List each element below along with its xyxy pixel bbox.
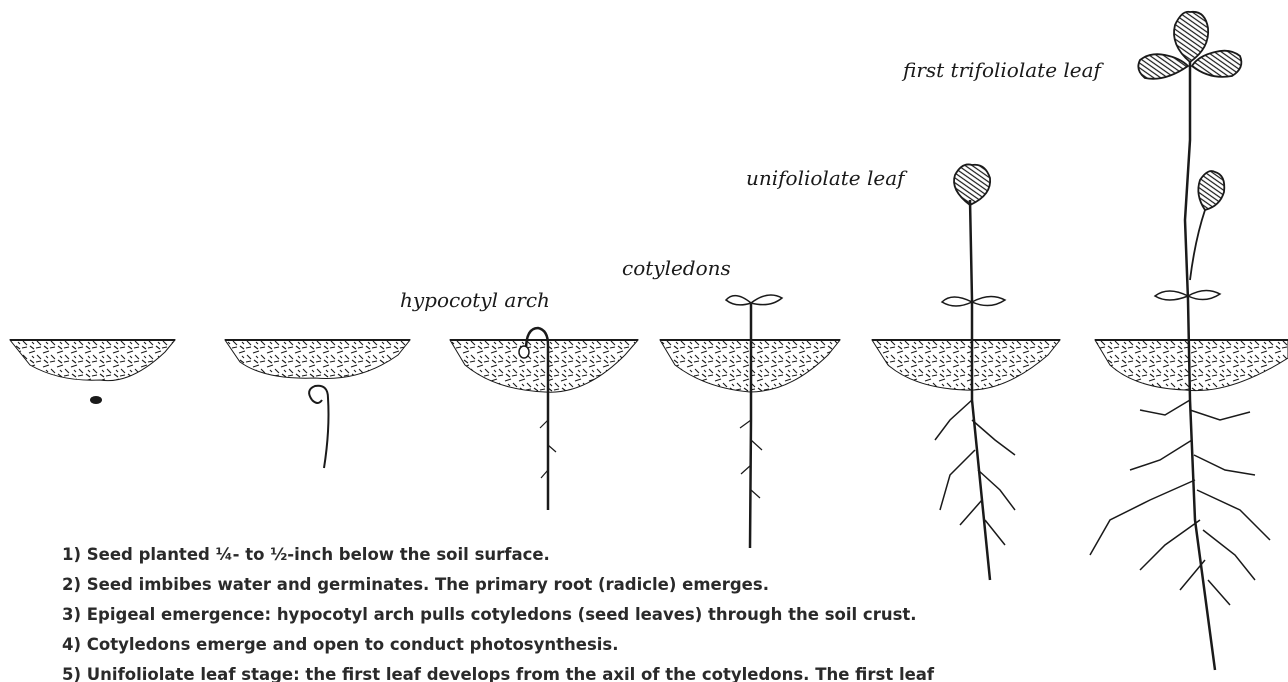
stage-4-cotyledons (660, 295, 840, 548)
step-5: 5) Unifoliolate leaf stage: the first le… (62, 660, 1062, 682)
cotyledon-right (751, 295, 782, 305)
unifoliolate-leaf (954, 164, 990, 205)
label-first-trifoliolate-leaf: first trifoliolate leaf (903, 58, 1101, 82)
soil-mound-6 (1095, 340, 1288, 391)
label-unifoliolate-leaf: unifoliolate leaf (746, 166, 905, 190)
step-1: 1) Seed planted ¼- to ½-inch below the s… (62, 540, 1062, 570)
growth-steps-list: 1) Seed planted ¼- to ½-inch below the s… (62, 540, 1062, 682)
label-cotyledons: cotyledons (622, 256, 731, 280)
cotyledon-pair-5 (942, 296, 1005, 306)
stage-3-hypocotyl-arch (450, 328, 638, 510)
soil-mound-3 (450, 340, 638, 392)
soil-mound-2 (225, 340, 410, 379)
step-3: 3) Epigeal emergence: hypocotyl arch pul… (62, 600, 1062, 630)
step-4: 4) Cotyledons emerge and open to conduct… (62, 630, 1062, 660)
trifoliolate-leaflet-left (1138, 54, 1188, 79)
radicle (309, 386, 328, 468)
stage-1-seed (10, 340, 175, 404)
stem-4 (750, 304, 751, 548)
cotyledon-left (726, 296, 751, 305)
trifoliolate-leaflet-top (1174, 12, 1208, 62)
seed (90, 396, 102, 404)
stage-5-unifoliolate (872, 164, 1060, 580)
stage-2-germination (225, 340, 410, 468)
step-2: 2) Seed imbibes water and germinates. Th… (62, 570, 1062, 600)
soil-mound-5 (872, 340, 1060, 390)
unifoliolate-leaf-6 (1198, 171, 1224, 210)
label-hypocotyl-arch: hypocotyl arch (400, 288, 550, 312)
soil-mound-1 (10, 340, 175, 381)
stage-6-trifoliolate (1090, 12, 1288, 670)
